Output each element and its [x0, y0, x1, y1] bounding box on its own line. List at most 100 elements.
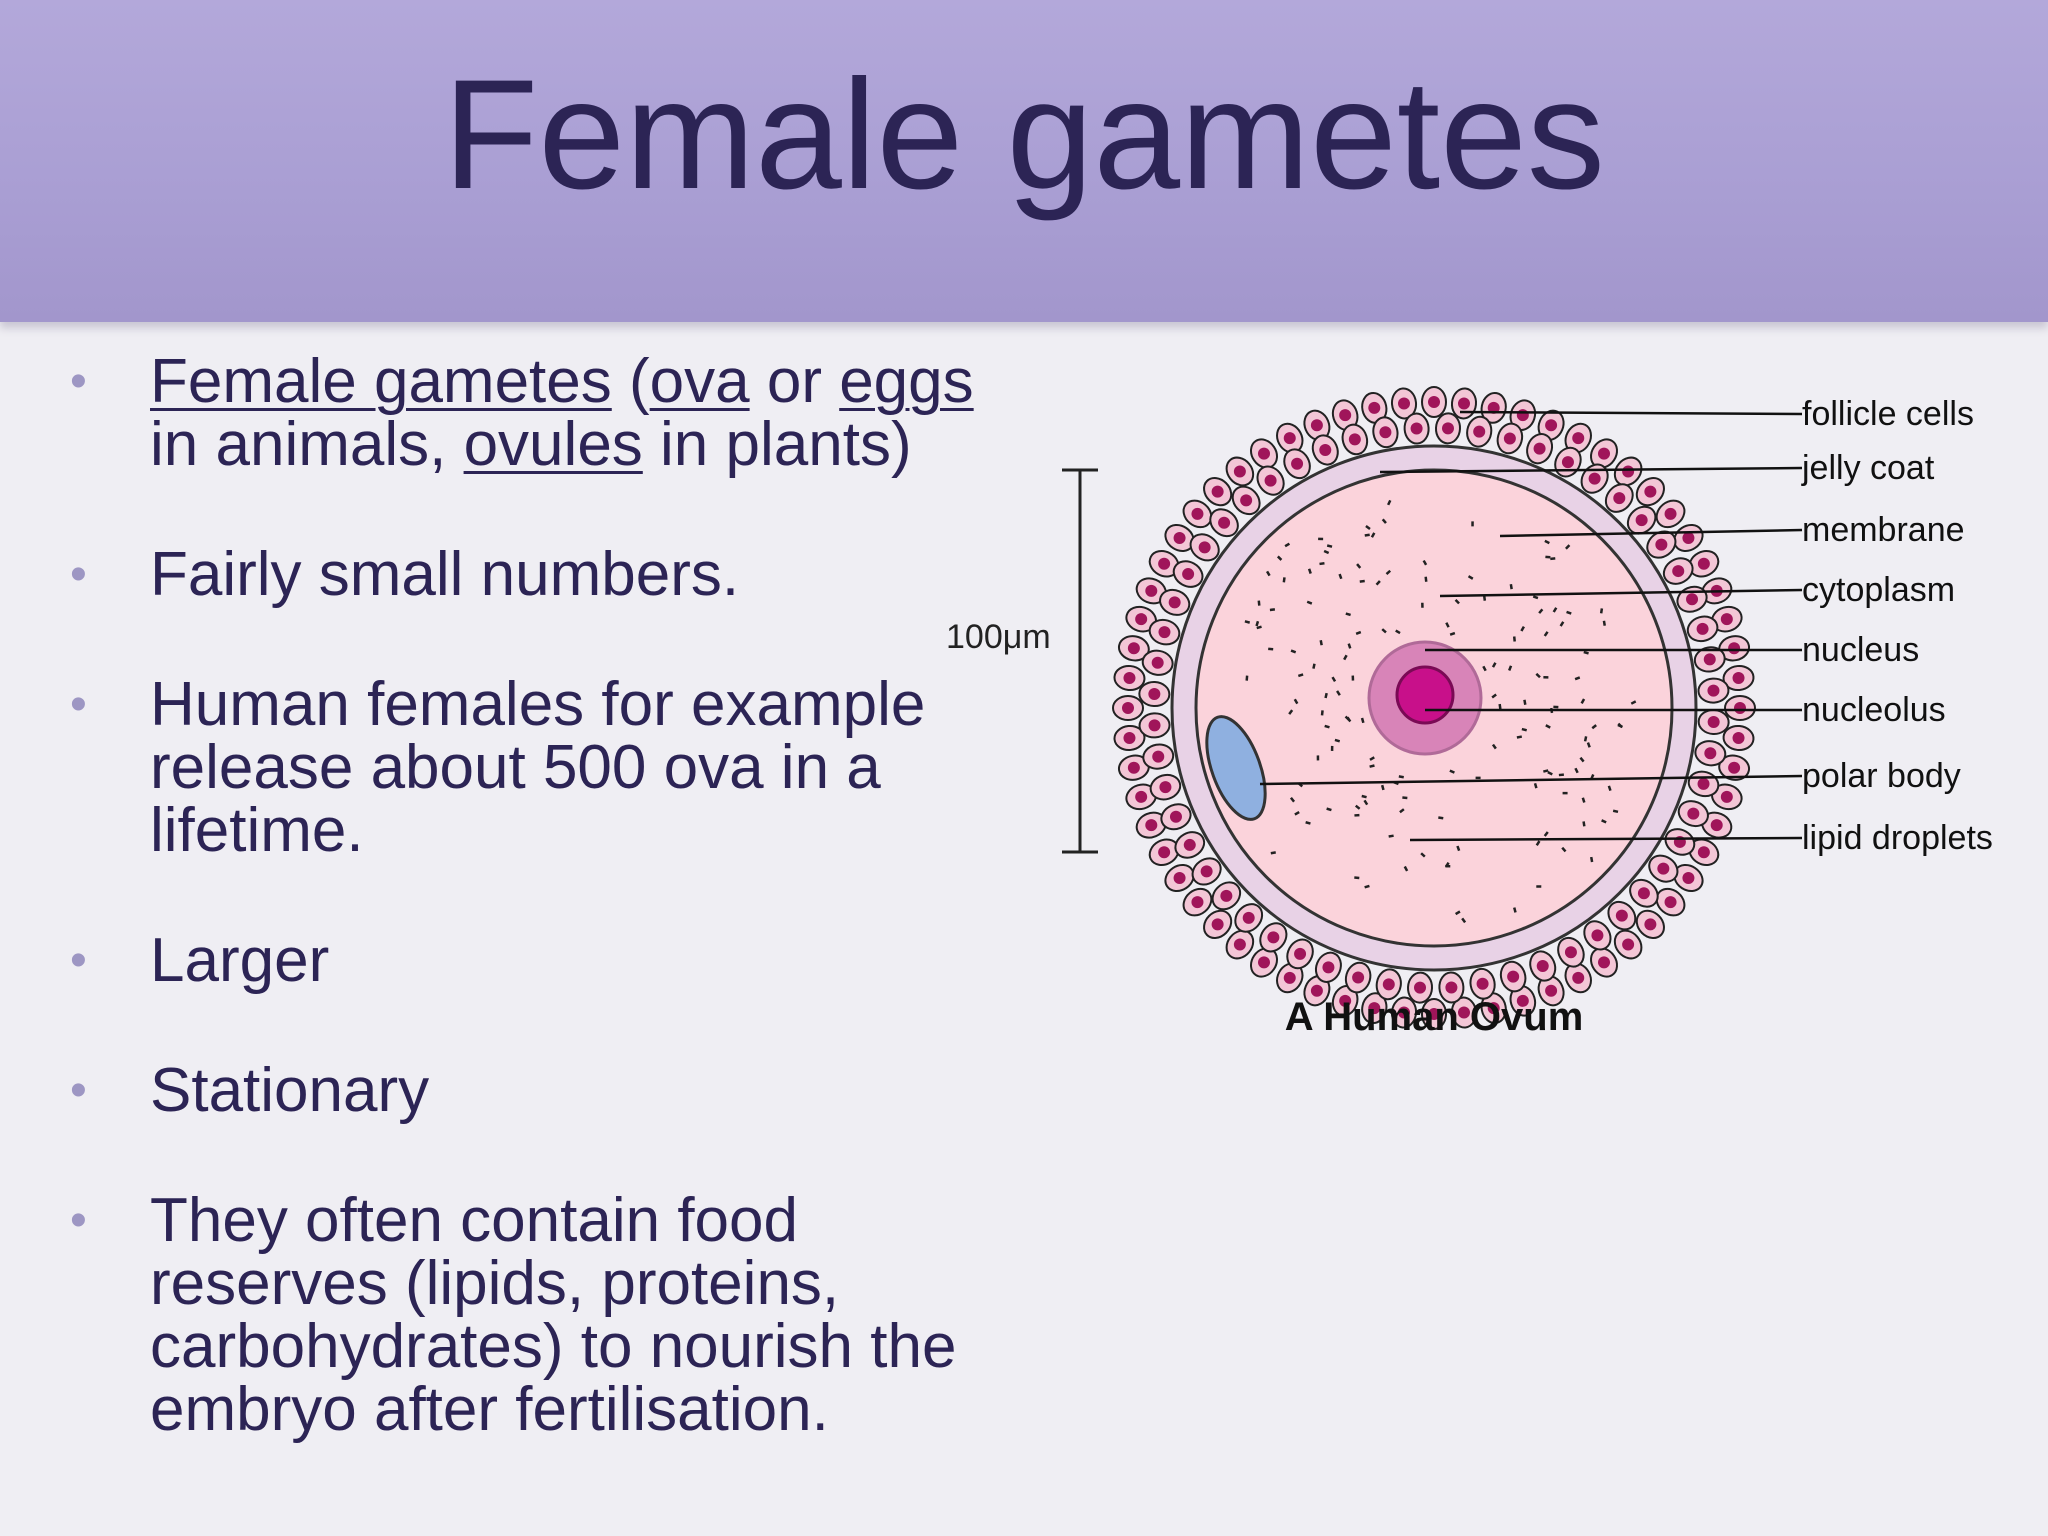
follicle-cell [1701, 811, 1733, 839]
lipid-droplet [1312, 663, 1316, 669]
follicle-cell [1694, 740, 1727, 767]
follicle-cell [1604, 483, 1634, 513]
lipid-droplet [1582, 821, 1586, 827]
follicle-cell [1138, 680, 1171, 708]
lipid-droplet [1533, 782, 1538, 789]
follicle-cell [1688, 550, 1720, 578]
follicle-cell [1688, 838, 1720, 866]
lipid-droplet [1290, 649, 1297, 654]
follicle-cell [1174, 831, 1206, 859]
follicle-cell [1191, 857, 1222, 886]
lipid-droplet [1449, 769, 1455, 774]
scale-bar [1062, 468, 1098, 854]
underlined-term: ova [649, 347, 750, 416]
bullet-dot: • [70, 548, 87, 601]
lipid-droplet [1543, 769, 1549, 773]
follicle-cell [1697, 677, 1730, 704]
lipid-droplet [1324, 724, 1330, 729]
lipid-droplet [1305, 821, 1311, 825]
lipid-droplet [1583, 736, 1588, 742]
lipid-droplet [1523, 699, 1527, 705]
lipid-droplet [1420, 852, 1426, 858]
lipid-droplet [1545, 724, 1551, 729]
lipid-droplet [1395, 629, 1401, 635]
follicle-cell [1112, 695, 1144, 721]
bullet-text: ( [611, 347, 650, 416]
bullet-text: in animals, [150, 410, 464, 479]
lipid-droplet [1270, 851, 1276, 855]
lipid-droplet [1359, 579, 1365, 583]
lipid-droplet [1579, 756, 1585, 763]
lipid-droplet [1438, 816, 1444, 820]
lipid-droplet [1491, 693, 1497, 699]
diagram-label: nucleolus [1802, 691, 1946, 729]
bullet-item: •They often contain food reserves (lipid… [70, 1189, 990, 1441]
lipid-droplet [1284, 542, 1291, 548]
follicle-cell [1635, 477, 1665, 507]
follicle-cell [1225, 456, 1255, 487]
lipid-droplet [1276, 555, 1283, 561]
follicle-cell [1655, 499, 1686, 529]
follicle-cell [1529, 950, 1557, 982]
follicle-cell [1718, 635, 1751, 662]
follicle-cell [1142, 743, 1175, 770]
follicle-cell [1148, 838, 1180, 866]
lipid-droplet [1356, 563, 1362, 569]
lipid-droplet [1403, 865, 1409, 872]
follicle-cell [1438, 971, 1465, 1004]
follicle-cell [1711, 783, 1743, 811]
lipid-droplet [1387, 499, 1392, 506]
follicle-cell [1635, 909, 1665, 939]
lipid-droplet [1354, 804, 1361, 810]
follicle-cell [1172, 560, 1204, 588]
lipid-droplet [1336, 690, 1341, 696]
follicle-cell [1421, 998, 1447, 1030]
lipid-droplet [1320, 710, 1324, 716]
follicle-cell [1113, 724, 1146, 752]
follicle-cell [1225, 929, 1255, 960]
follicle-cells [1112, 386, 1756, 1030]
follicle-cell [1722, 724, 1755, 752]
lipid-droplet [1381, 628, 1387, 634]
follicle-cell [1286, 938, 1314, 970]
follicle-cell [1557, 936, 1585, 968]
lipid-droplet [1370, 532, 1376, 538]
lipid-droplet [1361, 794, 1367, 799]
follicle-cell [1580, 463, 1609, 494]
lipid-droplet [1256, 625, 1262, 630]
lipid-droplet [1454, 598, 1460, 605]
lipid-droplet [1516, 735, 1523, 739]
follicle-cell [1283, 448, 1311, 480]
follicle-cell [1499, 960, 1527, 993]
lipid-droplet [1509, 583, 1513, 590]
follicle-cell [1693, 646, 1726, 673]
follicle-cell [1662, 557, 1694, 585]
bullet-item: •Larger [70, 929, 990, 992]
bullet-text: Stationary [150, 1056, 430, 1125]
diagram-label: membrane [1802, 511, 1965, 549]
lipid-droplet [1345, 612, 1351, 617]
lipid-droplet [1398, 775, 1404, 779]
label-leader-line [1459, 410, 1803, 416]
polar-body [1205, 715, 1267, 821]
lipid-droplet [1399, 808, 1405, 814]
lipid-droplet [1363, 799, 1369, 806]
follicle-cell [1686, 615, 1719, 643]
lipid-droplet [1319, 562, 1325, 566]
follicle-cell [1341, 423, 1369, 456]
follicle-cell [1626, 505, 1657, 535]
lipid-droplet [1552, 607, 1558, 613]
lipid-droplet [1424, 576, 1428, 582]
lipid-droplet [1365, 524, 1371, 530]
bullet-text: They often contain food reserves (lipids… [150, 1186, 957, 1444]
underlined-term: eggs [839, 347, 974, 416]
lipid-droplet [1347, 643, 1352, 649]
lipid-droplet [1422, 559, 1428, 566]
follicle-cell [1390, 387, 1418, 420]
lipid-droplet [1360, 717, 1365, 724]
lipid-droplet [1364, 884, 1370, 889]
diagram-caption: A Human Ovum [1285, 995, 1584, 1039]
lipid-droplet [1508, 665, 1513, 671]
lipid-droplet [1297, 673, 1304, 678]
